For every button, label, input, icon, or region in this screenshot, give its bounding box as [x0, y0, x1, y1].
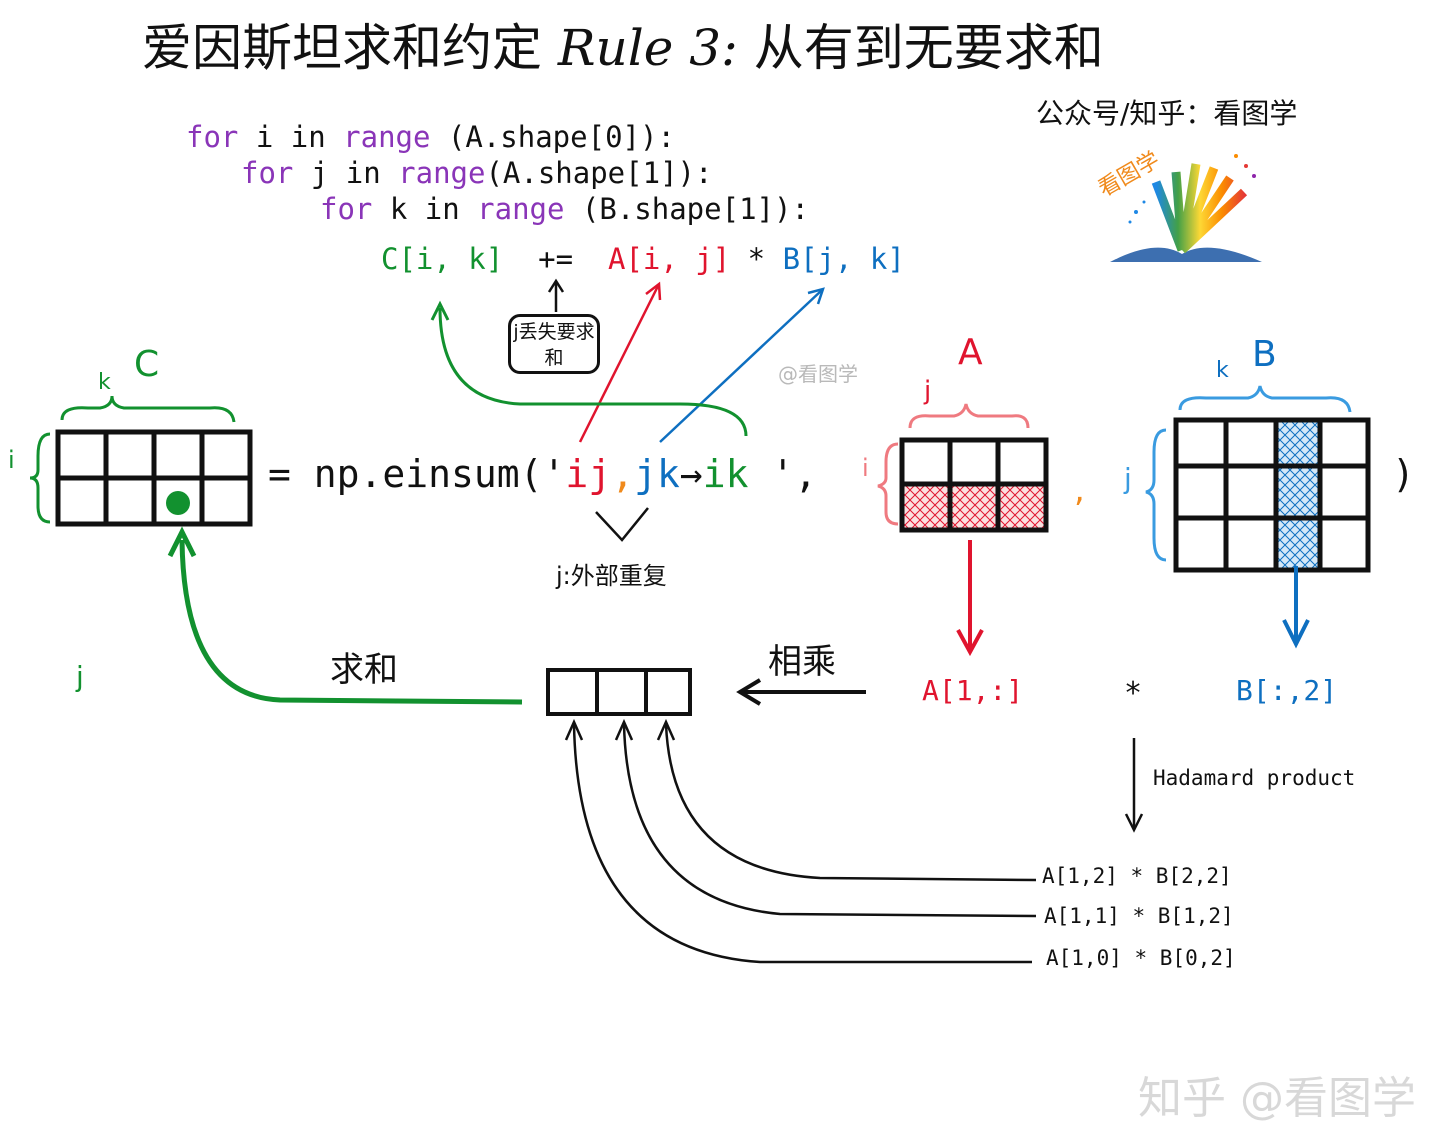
- code-line-3: for k in range (B.shape[1]):: [320, 192, 809, 226]
- c-result-dot: [166, 491, 190, 515]
- j-repeat-note: j:外部重复: [556, 562, 667, 590]
- hadamard-arrow-icon: [1124, 738, 1144, 833]
- b-matrix-name: B: [1252, 334, 1277, 375]
- hadamard-label: Hadamard product: [1153, 766, 1356, 790]
- watermark-small: @看图学: [778, 362, 858, 386]
- product-vector: [546, 668, 692, 716]
- einsum-expression: = np.einsum('ij,jk→ik ',: [268, 452, 818, 496]
- product-term: A[1,2] * B[2,2]: [1042, 864, 1232, 888]
- a-row-label: A[1,:]: [922, 674, 1024, 707]
- product-curves: [564, 718, 1037, 964]
- product-term: A[1,0] * B[0,2]: [1046, 946, 1236, 970]
- sum-arrow-icon: [167, 526, 523, 705]
- watermark-big: 知乎 @看图学: [1138, 1073, 1416, 1124]
- a-i-brace-icon: [877, 442, 899, 526]
- code-line-2: for j in range(A.shape[1]):: [241, 156, 713, 190]
- b-col-label: B[:,2]: [1236, 674, 1338, 707]
- times-symbol: *: [1124, 676, 1143, 711]
- c-matrix: [55, 429, 253, 527]
- credit-text: 公众号/知乎：看图学: [1036, 97, 1298, 130]
- c-i-label: i: [8, 446, 15, 474]
- einsum-close-paren: ): [1392, 452, 1415, 496]
- b-k-label: k: [1216, 358, 1229, 383]
- page-title: 爱因斯坦求和约定 Rule 3: 从有到无要求和: [142, 19, 1104, 77]
- blue-arrow-icon: [659, 287, 825, 443]
- b-k-brace-icon: [1178, 385, 1352, 413]
- a-matrix: [899, 437, 1049, 533]
- note-arrow-icon: [547, 278, 565, 312]
- b-j-brace-icon: [1145, 428, 1167, 562]
- c-i-brace-icon: [29, 432, 51, 524]
- a-matrix-name: A: [958, 332, 983, 373]
- sum-j-label: j: [76, 660, 84, 693]
- j-lost-note: j丢失要求和: [508, 314, 600, 374]
- repeat-v-icon: [595, 507, 649, 542]
- a-j-brace-icon: [908, 403, 1030, 429]
- c-k-brace-icon: [60, 395, 236, 423]
- b-down-arrow-icon: [1282, 566, 1310, 649]
- red-arrow-icon: [578, 281, 662, 443]
- a-j-label: j: [924, 376, 932, 406]
- book-logo-icon: 看图学: [1094, 142, 1266, 267]
- multiply-arrow-icon: [736, 678, 866, 706]
- sum-label: 求和: [330, 650, 398, 690]
- separator-comma: ,: [1074, 470, 1085, 510]
- code-line-1: for i in range (A.shape[0]):: [186, 120, 675, 154]
- green-arrow-icon: [430, 300, 748, 437]
- b-j-label: j: [1124, 462, 1132, 495]
- b-matrix: [1173, 417, 1371, 573]
- a-i-label: i: [862, 454, 869, 482]
- c-k-label: k: [98, 370, 111, 395]
- product-term: A[1,1] * B[1,2]: [1044, 904, 1234, 928]
- c-matrix-name: C: [134, 344, 160, 385]
- a-down-arrow-icon: [956, 540, 984, 657]
- code-line-4: C[i, k] += A[i, j] * B[j, k]: [381, 242, 905, 276]
- multiply-label: 相乘: [768, 642, 836, 682]
